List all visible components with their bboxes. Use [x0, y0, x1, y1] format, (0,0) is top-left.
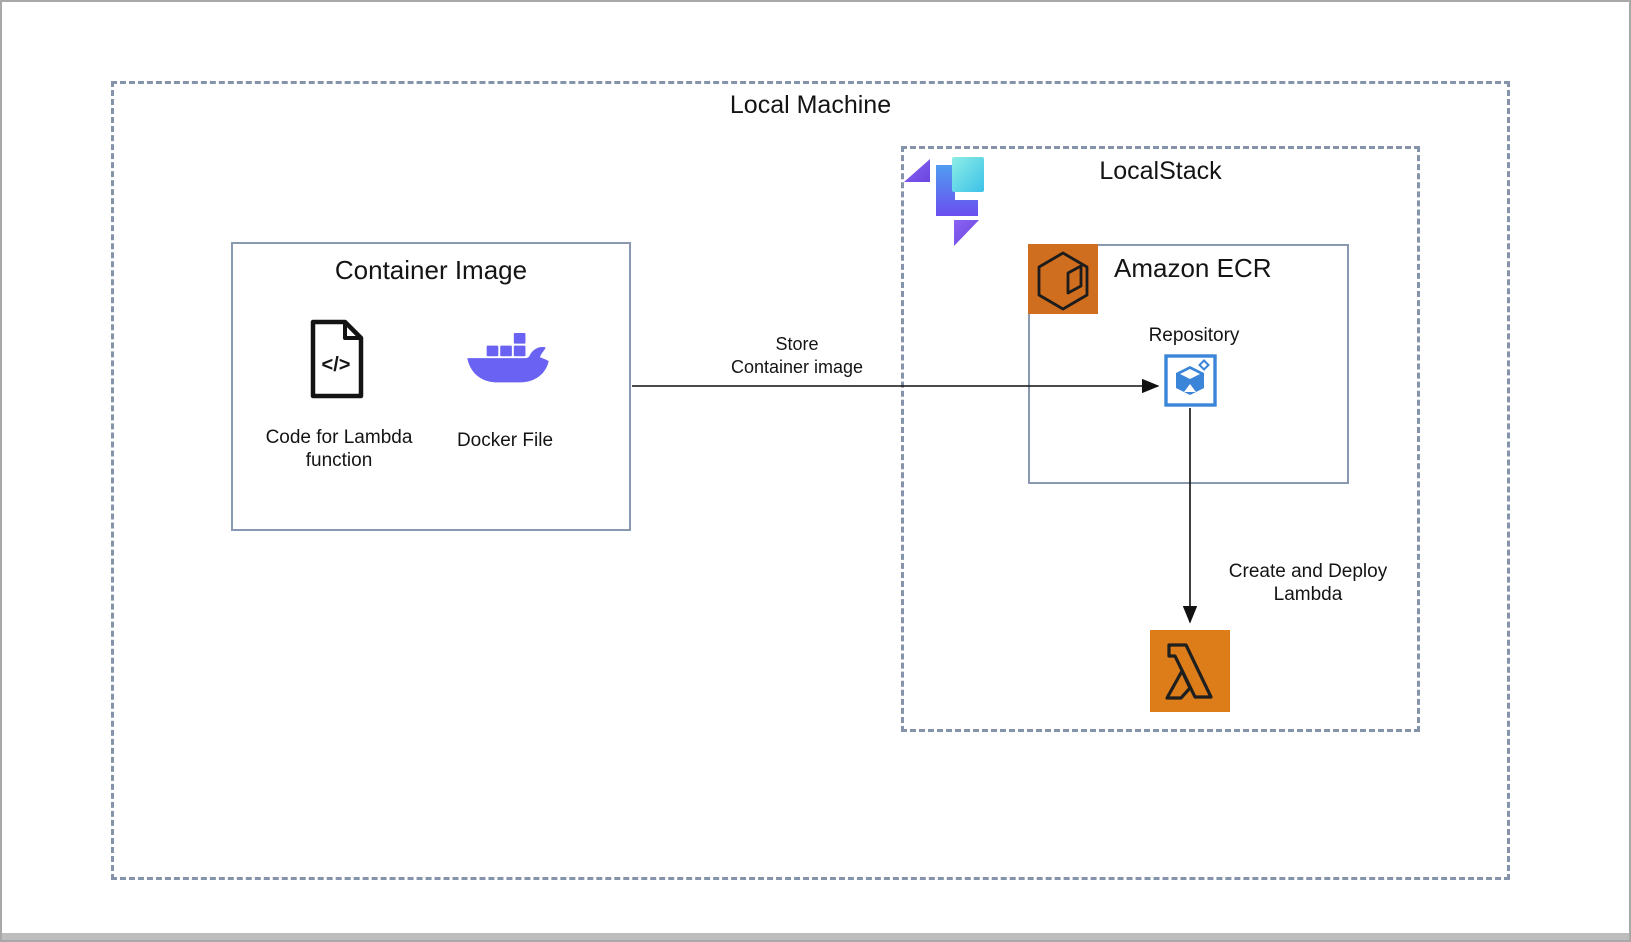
local-machine-box: Local Machine: [111, 81, 1510, 880]
deploy-arrow-label-line2: Lambda: [1273, 584, 1343, 605]
code-file-label: Code for Lambda function: [239, 426, 439, 472]
store-arrow-label-line1: Store: [775, 334, 819, 354]
repository-label: Repository: [1148, 325, 1240, 346]
deploy-arrow-label-line1: Create and Deploy: [1228, 561, 1388, 582]
ecr-repository-icon: [1164, 354, 1217, 407]
code-file-icon: </>: [308, 318, 366, 400]
amazon-ecr-icon: [1028, 244, 1098, 314]
code-file-label-line2: function: [305, 450, 373, 471]
docker-file-label: Docker File: [456, 430, 554, 451]
store-arrow-label: Store Container image: [697, 333, 897, 379]
container-image-title: Container Image: [334, 255, 528, 285]
docker-icon: [464, 332, 552, 396]
localstack-logo-icon: [899, 154, 985, 246]
aws-lambda-icon: [1150, 630, 1230, 712]
code-file-label-line1: Code for Lambda: [265, 427, 413, 448]
deploy-arrow-label: Create and Deploy Lambda: [1208, 560, 1408, 606]
container-image-box: Container Image: [231, 242, 631, 531]
localstack-box: LocalStack: [901, 146, 1420, 732]
store-arrow-label-line2: Container image: [730, 357, 864, 377]
local-machine-title: Local Machine: [729, 91, 892, 119]
code-glyph: </>: [322, 354, 351, 376]
window-bottom-edge: [2, 933, 1629, 940]
amazon-ecr-title: Amazon ECR: [1114, 253, 1272, 283]
localstack-title: LocalStack: [1099, 157, 1222, 185]
